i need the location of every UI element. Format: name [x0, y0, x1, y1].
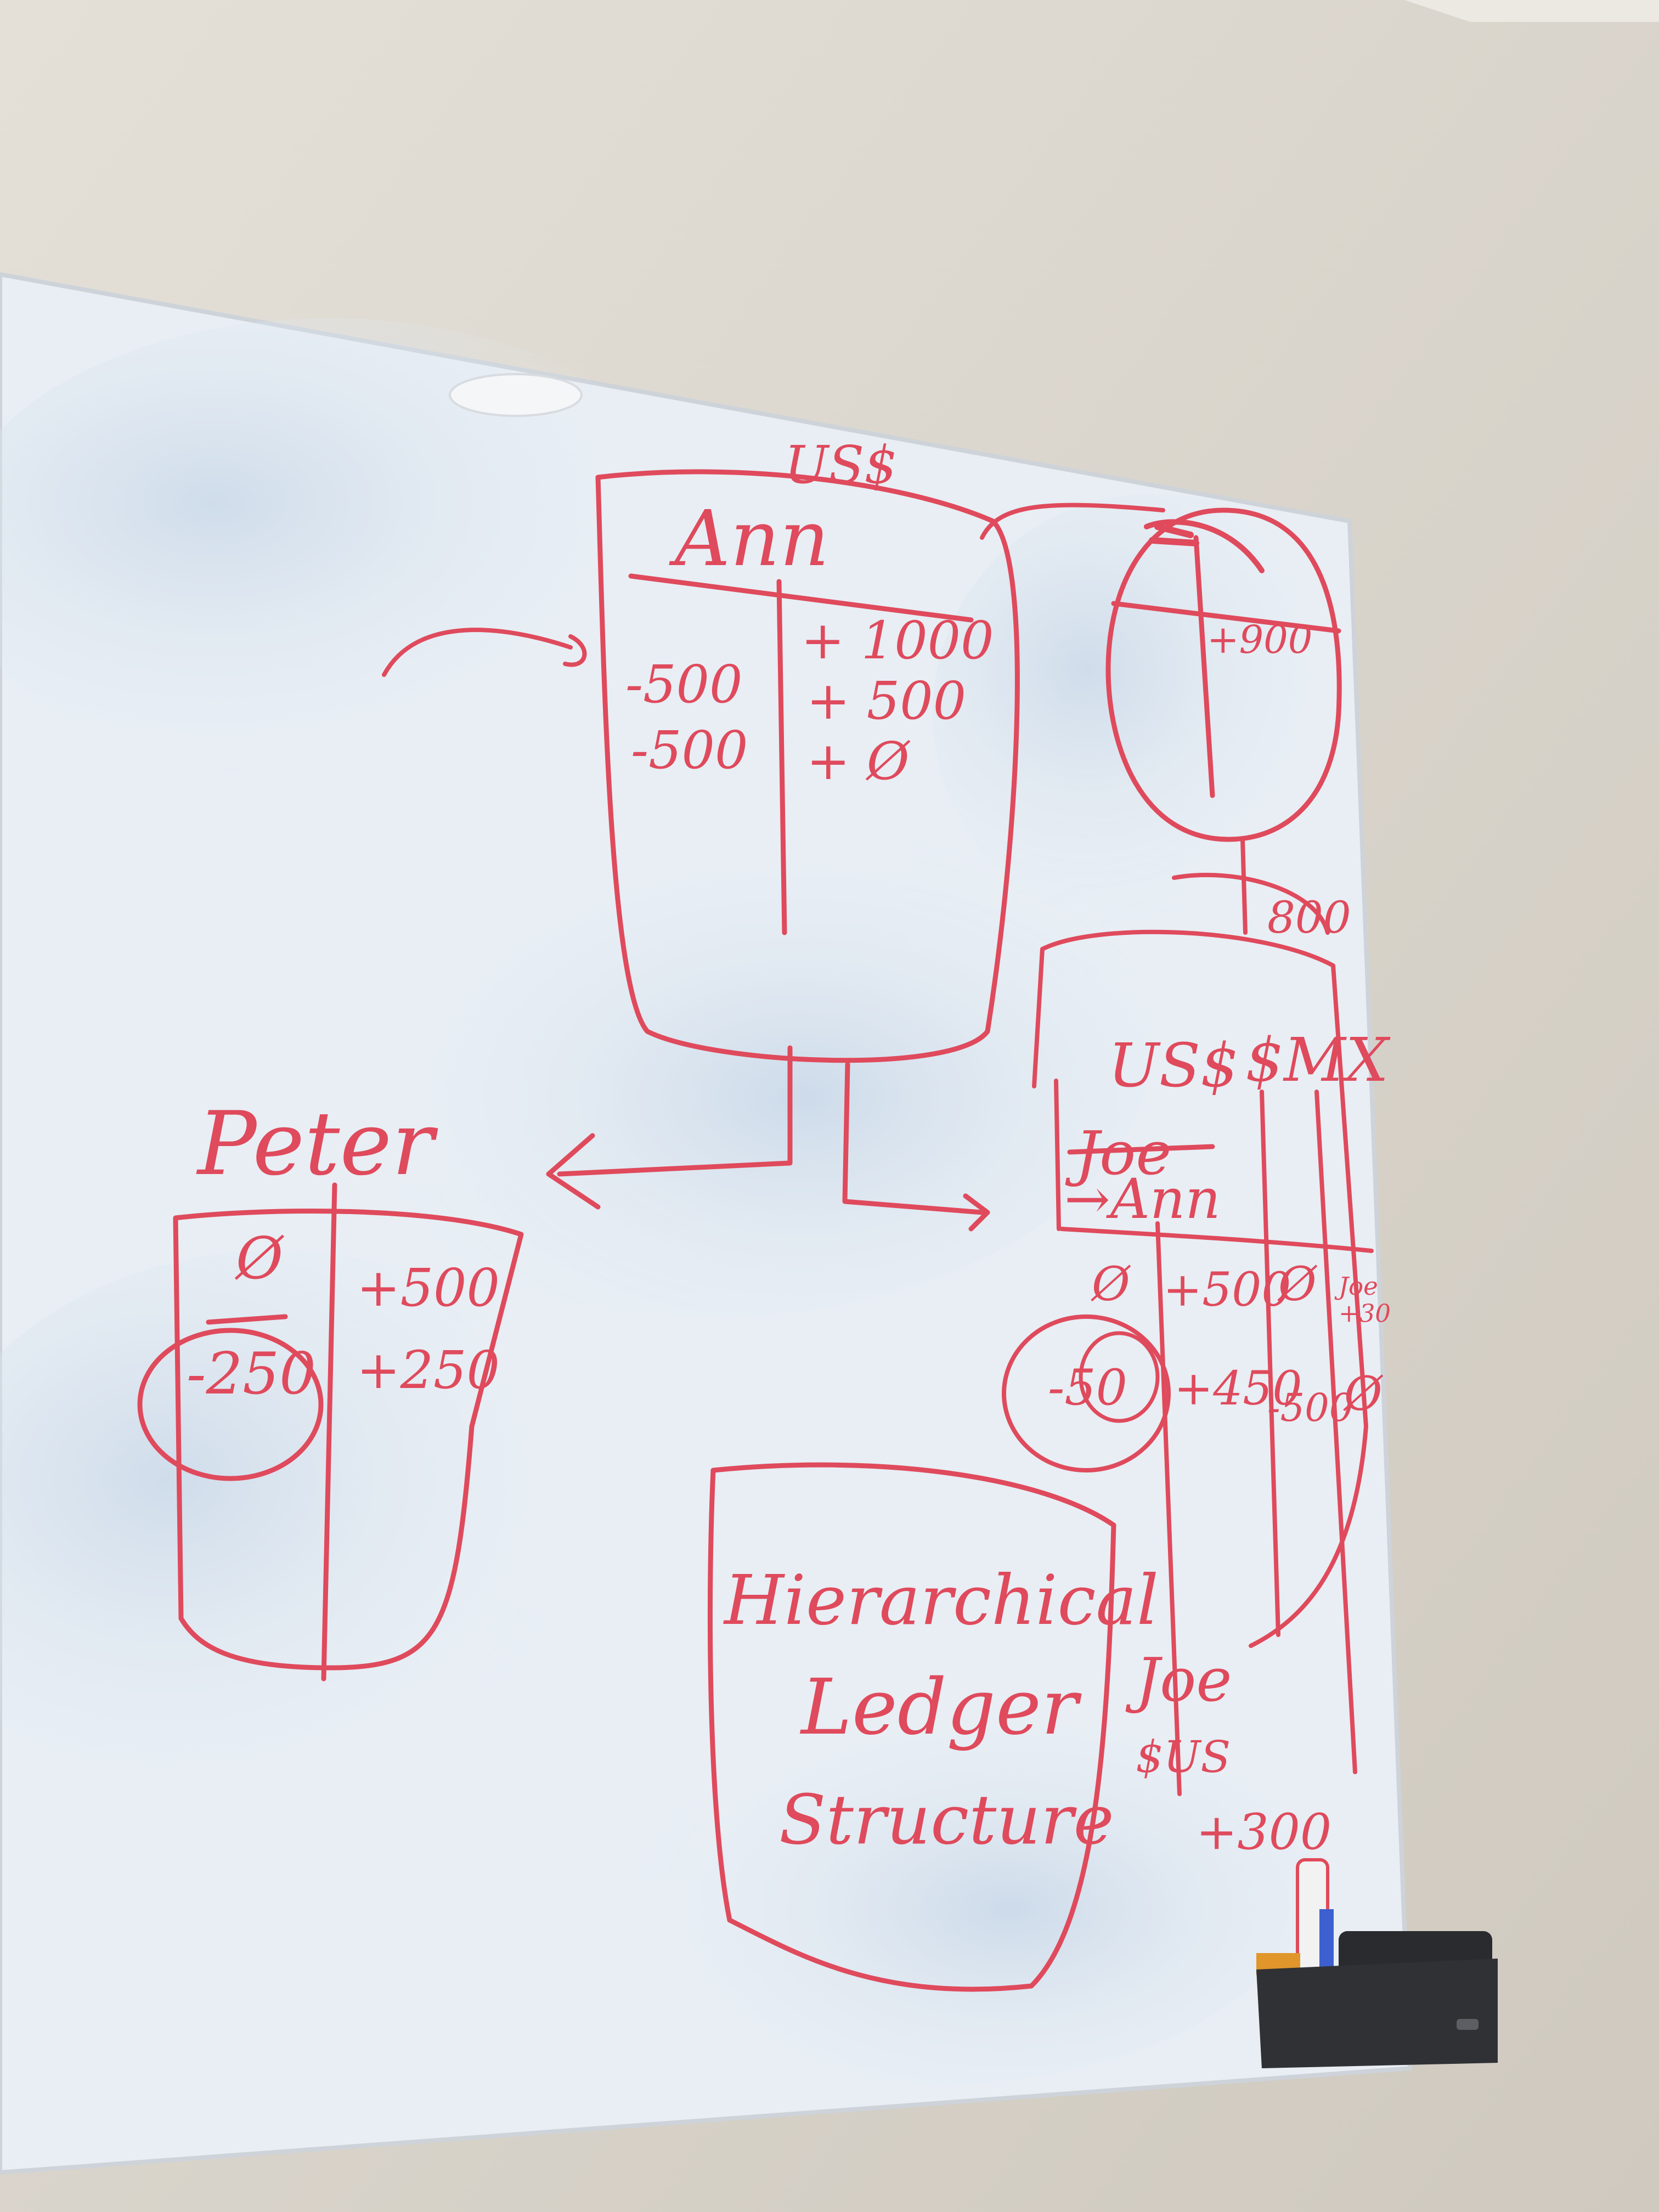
- peter-ledger: Peter Ø -250 +500 +250: [137, 1092, 524, 1681]
- note-line-1: Joe: [1125, 1645, 1232, 1715]
- ann-credit-1: + 1000: [801, 611, 994, 671]
- topic-line-1: Hierarchical: [723, 1561, 1159, 1640]
- peter-credit-1: +500: [357, 1258, 500, 1318]
- mixed-owner: →Ann: [1064, 1167, 1221, 1231]
- topic-line-2: Ledger: [799, 1663, 1082, 1752]
- peter-credit-2: +250: [357, 1340, 500, 1401]
- topic-box: Hierarchical Ledger Structure: [707, 1462, 1159, 1992]
- peter-title: Peter: [196, 1092, 438, 1195]
- link-value: 800: [1267, 892, 1351, 943]
- mixed-currency-left: US$: [1108, 1030, 1239, 1101]
- mixed-r2-c4: Ø: [1343, 1367, 1384, 1421]
- ann-ledger: US$ Ann -500 -500 + 1000 + 500 + Ø: [382, 435, 1165, 1232]
- mixed-r2-c1: -50: [1048, 1359, 1127, 1417]
- side-note: Joe $US +300: [1125, 1645, 1331, 1861]
- circle-value: +900: [1207, 617, 1312, 662]
- peter-debit-2: -250: [187, 1340, 316, 1407]
- ann-debit-1: -500: [625, 654, 742, 715]
- ann-credit-3: + Ø: [806, 731, 911, 792]
- note-line-3: +300: [1196, 1803, 1331, 1861]
- note-line-2: $US: [1136, 1731, 1231, 1782]
- mixed-currency-right: $MX: [1245, 1025, 1391, 1095]
- ann-title: Ann: [669, 494, 829, 584]
- magnet: [449, 373, 583, 417]
- circle-ledger: +900 800: [1105, 507, 1351, 943]
- marker-tray: [1256, 1858, 1498, 2068]
- mixed-ledger: US$ $MX Joe →Ann Ø +500 Ø Joe+30 -50 +45…: [1002, 872, 1391, 1796]
- eraser-smudges: [0, 318, 1372, 2085]
- mixed-side-note: Joe+30: [1334, 1272, 1391, 1328]
- ceiling-edge: [1404, 0, 1659, 22]
- mixed-r1-c2: +500: [1163, 1263, 1291, 1317]
- ann-credit-2: + 500: [806, 671, 966, 731]
- mixed-r2-c2: +450: [1174, 1362, 1302, 1416]
- mixed-r1-c1: Ø: [1091, 1257, 1131, 1312]
- mixed-r1-c3: Ø: [1277, 1257, 1318, 1312]
- mixed-r2-c3: -500: [1267, 1385, 1353, 1430]
- peter-debit-1: Ø: [234, 1225, 285, 1292]
- ann-debit-2: -500: [631, 720, 748, 781]
- topic-line-3: Structure: [779, 1780, 1114, 1860]
- ann-currency: US$: [785, 435, 898, 495]
